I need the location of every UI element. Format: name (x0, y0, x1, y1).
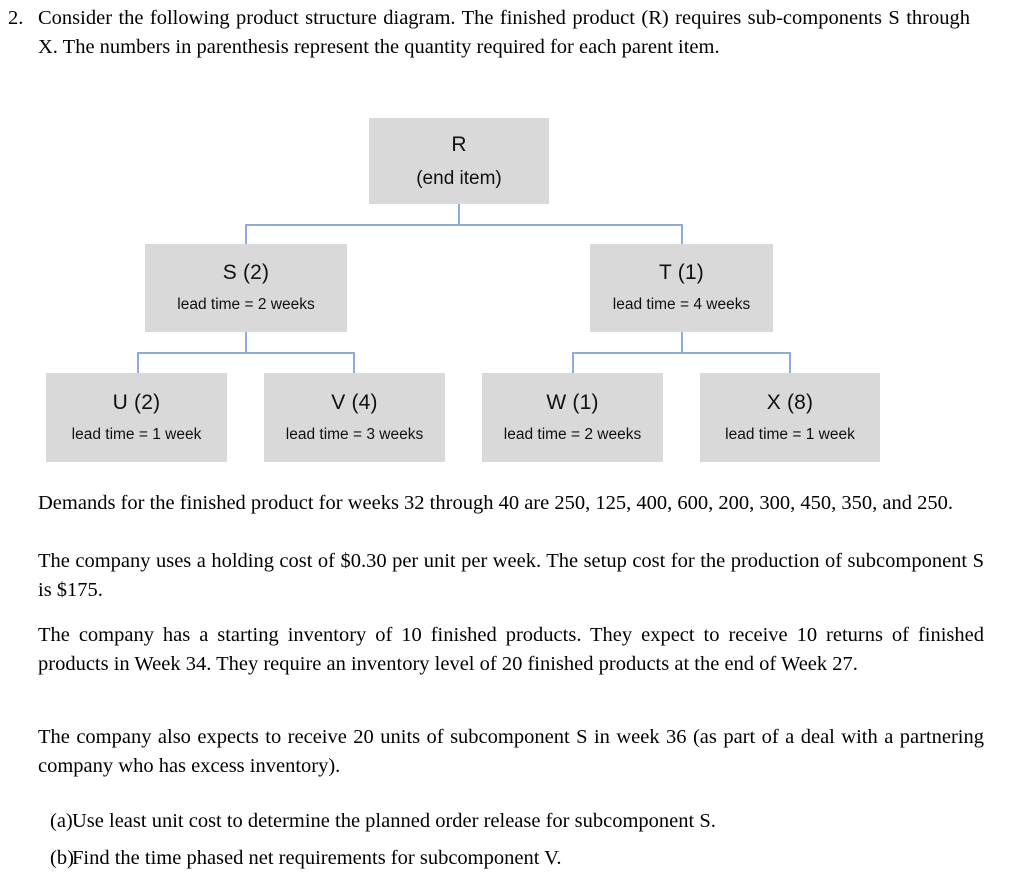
paragraph-costs: The company uses a holding cost of $0.30… (38, 550, 984, 601)
node-t-title: T (1) (659, 261, 704, 284)
connector-t-drop (681, 332, 683, 353)
node-x-title: X (8) (766, 390, 814, 414)
connector-level1-bar (245, 224, 682, 226)
node-v[interactable]: V (4) lead time = 3 weeks (264, 373, 445, 462)
paragraph-demands: Demands for the finished product for wee… (38, 492, 953, 514)
node-x-subtitle: lead time = 1 week (725, 425, 855, 443)
node-s-title: S (2) (222, 261, 270, 284)
connector-x-riser (789, 352, 791, 373)
subquestion-b: (b) Find the time phased net requirement… (30, 840, 1010, 877)
node-t[interactable]: T (1) lead time = 4 weeks (590, 244, 773, 332)
subquestion-b-label: (b) (50, 847, 74, 869)
node-w-subtitle: lead time = 2 weeks (503, 425, 642, 443)
node-w-title: W (1) (546, 390, 599, 414)
subquestion-list: (a) Use least unit cost to determine the… (30, 803, 1010, 877)
subquestion-a-label: (a) (50, 810, 73, 832)
paragraph-scheduled-receipt: The company also expects to receive 20 u… (38, 726, 984, 777)
connector-v-riser (353, 352, 355, 373)
node-v-subtitle: lead time = 3 weeks (285, 425, 424, 443)
node-s-subtitle: lead time = 2 weeks (177, 296, 315, 313)
node-w[interactable]: W (1) lead time = 2 weeks (482, 373, 663, 462)
node-x[interactable]: X (8) lead time = 1 week (700, 373, 880, 462)
node-r-subtitle: (end item) (416, 168, 502, 189)
subquestion-a: (a) Use least unit cost to determine the… (30, 803, 1010, 840)
connector-t-children-bar (572, 352, 790, 354)
node-r[interactable]: R (end item) (369, 118, 549, 204)
connector-u-riser (137, 352, 139, 373)
connector-s-drop (245, 332, 247, 353)
node-s[interactable]: S (2) lead time = 2 weeks (145, 244, 347, 332)
connector-s-children-bar (137, 352, 354, 354)
node-u-subtitle: lead time = 1 week (71, 425, 202, 443)
question-stem-text: Consider the following product structure… (38, 7, 970, 58)
subquestion-a-text: Use least unit cost to determine the pla… (72, 810, 716, 832)
paragraph-inventory: The company has a starting inventory of … (38, 624, 984, 675)
node-r-title: R (451, 133, 467, 156)
node-u[interactable]: U (2) lead time = 1 week (46, 373, 227, 462)
node-t-subtitle: lead time = 4 weeks (612, 296, 751, 313)
node-v-title: V (4) (331, 390, 378, 414)
connector-s-riser (245, 224, 247, 245)
connector-w-riser (572, 352, 574, 373)
node-u-title: U (2) (112, 390, 161, 414)
question-stem: 2. Consider the following product struct… (0, 4, 1010, 62)
subquestion-b-text: Find the time phased net requirements fo… (72, 847, 562, 869)
connector-t-riser (681, 224, 683, 245)
question-number: 2. (8, 7, 24, 29)
connector-r-drop (458, 204, 460, 225)
